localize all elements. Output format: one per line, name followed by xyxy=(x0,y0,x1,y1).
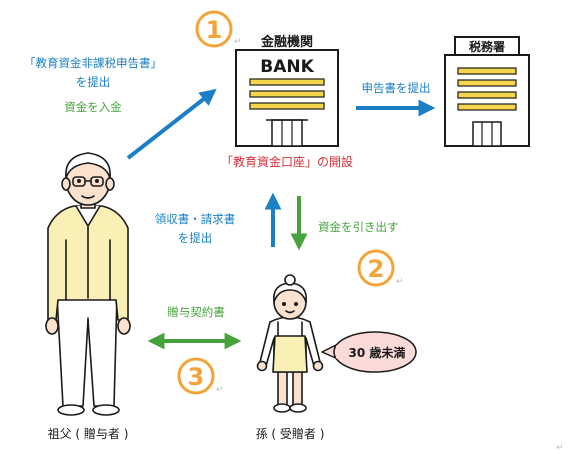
step-3-number: 3 xyxy=(188,363,205,391)
return-mark: ↵ xyxy=(216,385,224,395)
bank-window-band xyxy=(249,78,325,86)
step-badge-3: 3 ↵ xyxy=(177,357,224,395)
step-1-number: 1 xyxy=(206,16,223,44)
label-receipt-line1: 領収書・請求書 xyxy=(155,212,236,226)
return-mark: ↵ xyxy=(234,37,242,47)
return-mark: ↵ xyxy=(556,443,564,453)
step-2-circle xyxy=(357,249,395,287)
grandchild-label: 孫 ( 受贈者 ) xyxy=(256,426,325,441)
tax-office-window-band xyxy=(457,91,517,99)
grandchild-illustration xyxy=(256,274,324,413)
step-badge-1: 1 ↵ xyxy=(195,10,242,48)
label-submit-form-line2: を提出 xyxy=(76,75,111,89)
arrow-grandfather-to-bank xyxy=(126,88,217,160)
step-2-number: 2 xyxy=(368,255,385,283)
tax-office-window-band xyxy=(457,79,517,87)
label-submit-form-line1: 「教育資金非課税申告書」 xyxy=(24,56,162,70)
tax-office-window-band xyxy=(457,67,517,75)
tax-office-building: 税務署 xyxy=(444,36,530,147)
age-limit-bubble: 30 歳未満 xyxy=(321,331,417,373)
label-open-account: 「教育資金口座」の開設 xyxy=(221,154,353,169)
step-1-circle xyxy=(195,10,233,48)
label-withdraw: 資金を引き出す xyxy=(318,220,399,234)
bank-window-band xyxy=(249,90,325,98)
label-deposit: 資金を入金 xyxy=(64,100,122,114)
bank-heading: 金融機関 xyxy=(260,34,313,50)
return-mark: ↵ xyxy=(396,277,404,287)
grandfather-illustration xyxy=(45,152,131,416)
bank-window-band xyxy=(249,102,325,110)
tax-office-window-band xyxy=(457,103,517,111)
tax-office-heading: 税務署 xyxy=(469,39,505,54)
label-file-form: 申告書を提出 xyxy=(362,81,431,95)
grandfather-label: 祖父 ( 贈与者 ) xyxy=(48,426,129,441)
step-badge-2: 2 ↵ xyxy=(357,249,404,287)
bank-building: 金融機関 BANK xyxy=(235,34,339,147)
bank-sign: BANK xyxy=(260,57,314,77)
step-3-circle xyxy=(177,357,215,395)
label-receipt-line2: を提出 xyxy=(178,231,213,245)
bank-door xyxy=(271,119,303,147)
tax-office-door xyxy=(472,121,502,147)
age-limit-text: 30 歳未満 xyxy=(349,345,406,360)
label-gift-contract: 贈与契約書 xyxy=(167,305,225,319)
